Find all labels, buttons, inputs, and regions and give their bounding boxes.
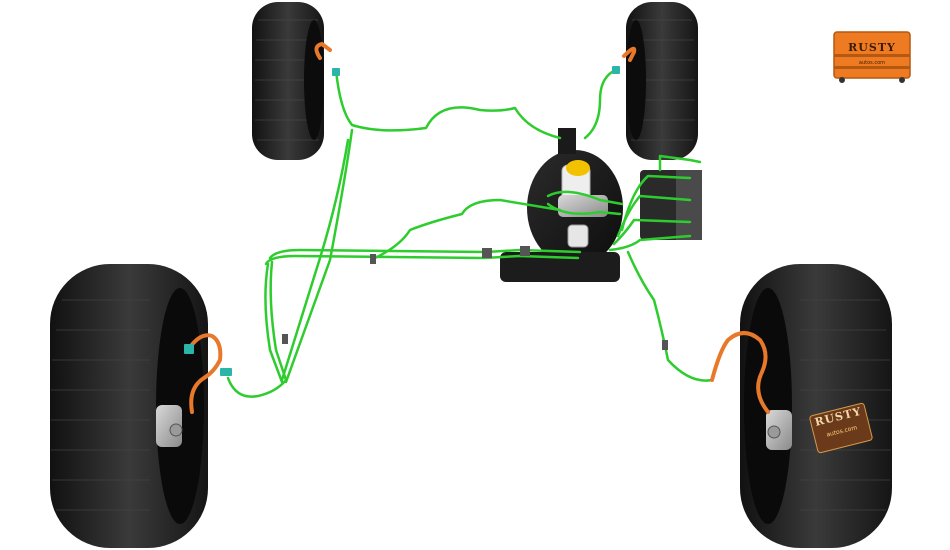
brake-lines: [226, 68, 714, 398]
front-right-wheel: [740, 264, 892, 548]
badge-shape-icon: [809, 402, 873, 454]
logo-text: RUSTY: [848, 41, 896, 54]
brake-hoses: [186, 41, 770, 414]
toolbox-icon: [833, 31, 911, 83]
rear-right-wheel: [626, 2, 698, 160]
line-clips: [184, 66, 620, 376]
rear-left-wheel: [252, 2, 324, 160]
line-fittings: [282, 246, 668, 350]
logo-watermark: RUSTY autos.com: [832, 28, 912, 84]
badge-watermark: RUSTY autos.com: [808, 402, 874, 455]
logo-subtext: autos.com: [858, 60, 886, 66]
front-left-wheel: [50, 264, 208, 548]
abs-module: [640, 170, 702, 240]
front-left-caliper: [156, 405, 183, 447]
front-right-caliper: [766, 410, 792, 450]
